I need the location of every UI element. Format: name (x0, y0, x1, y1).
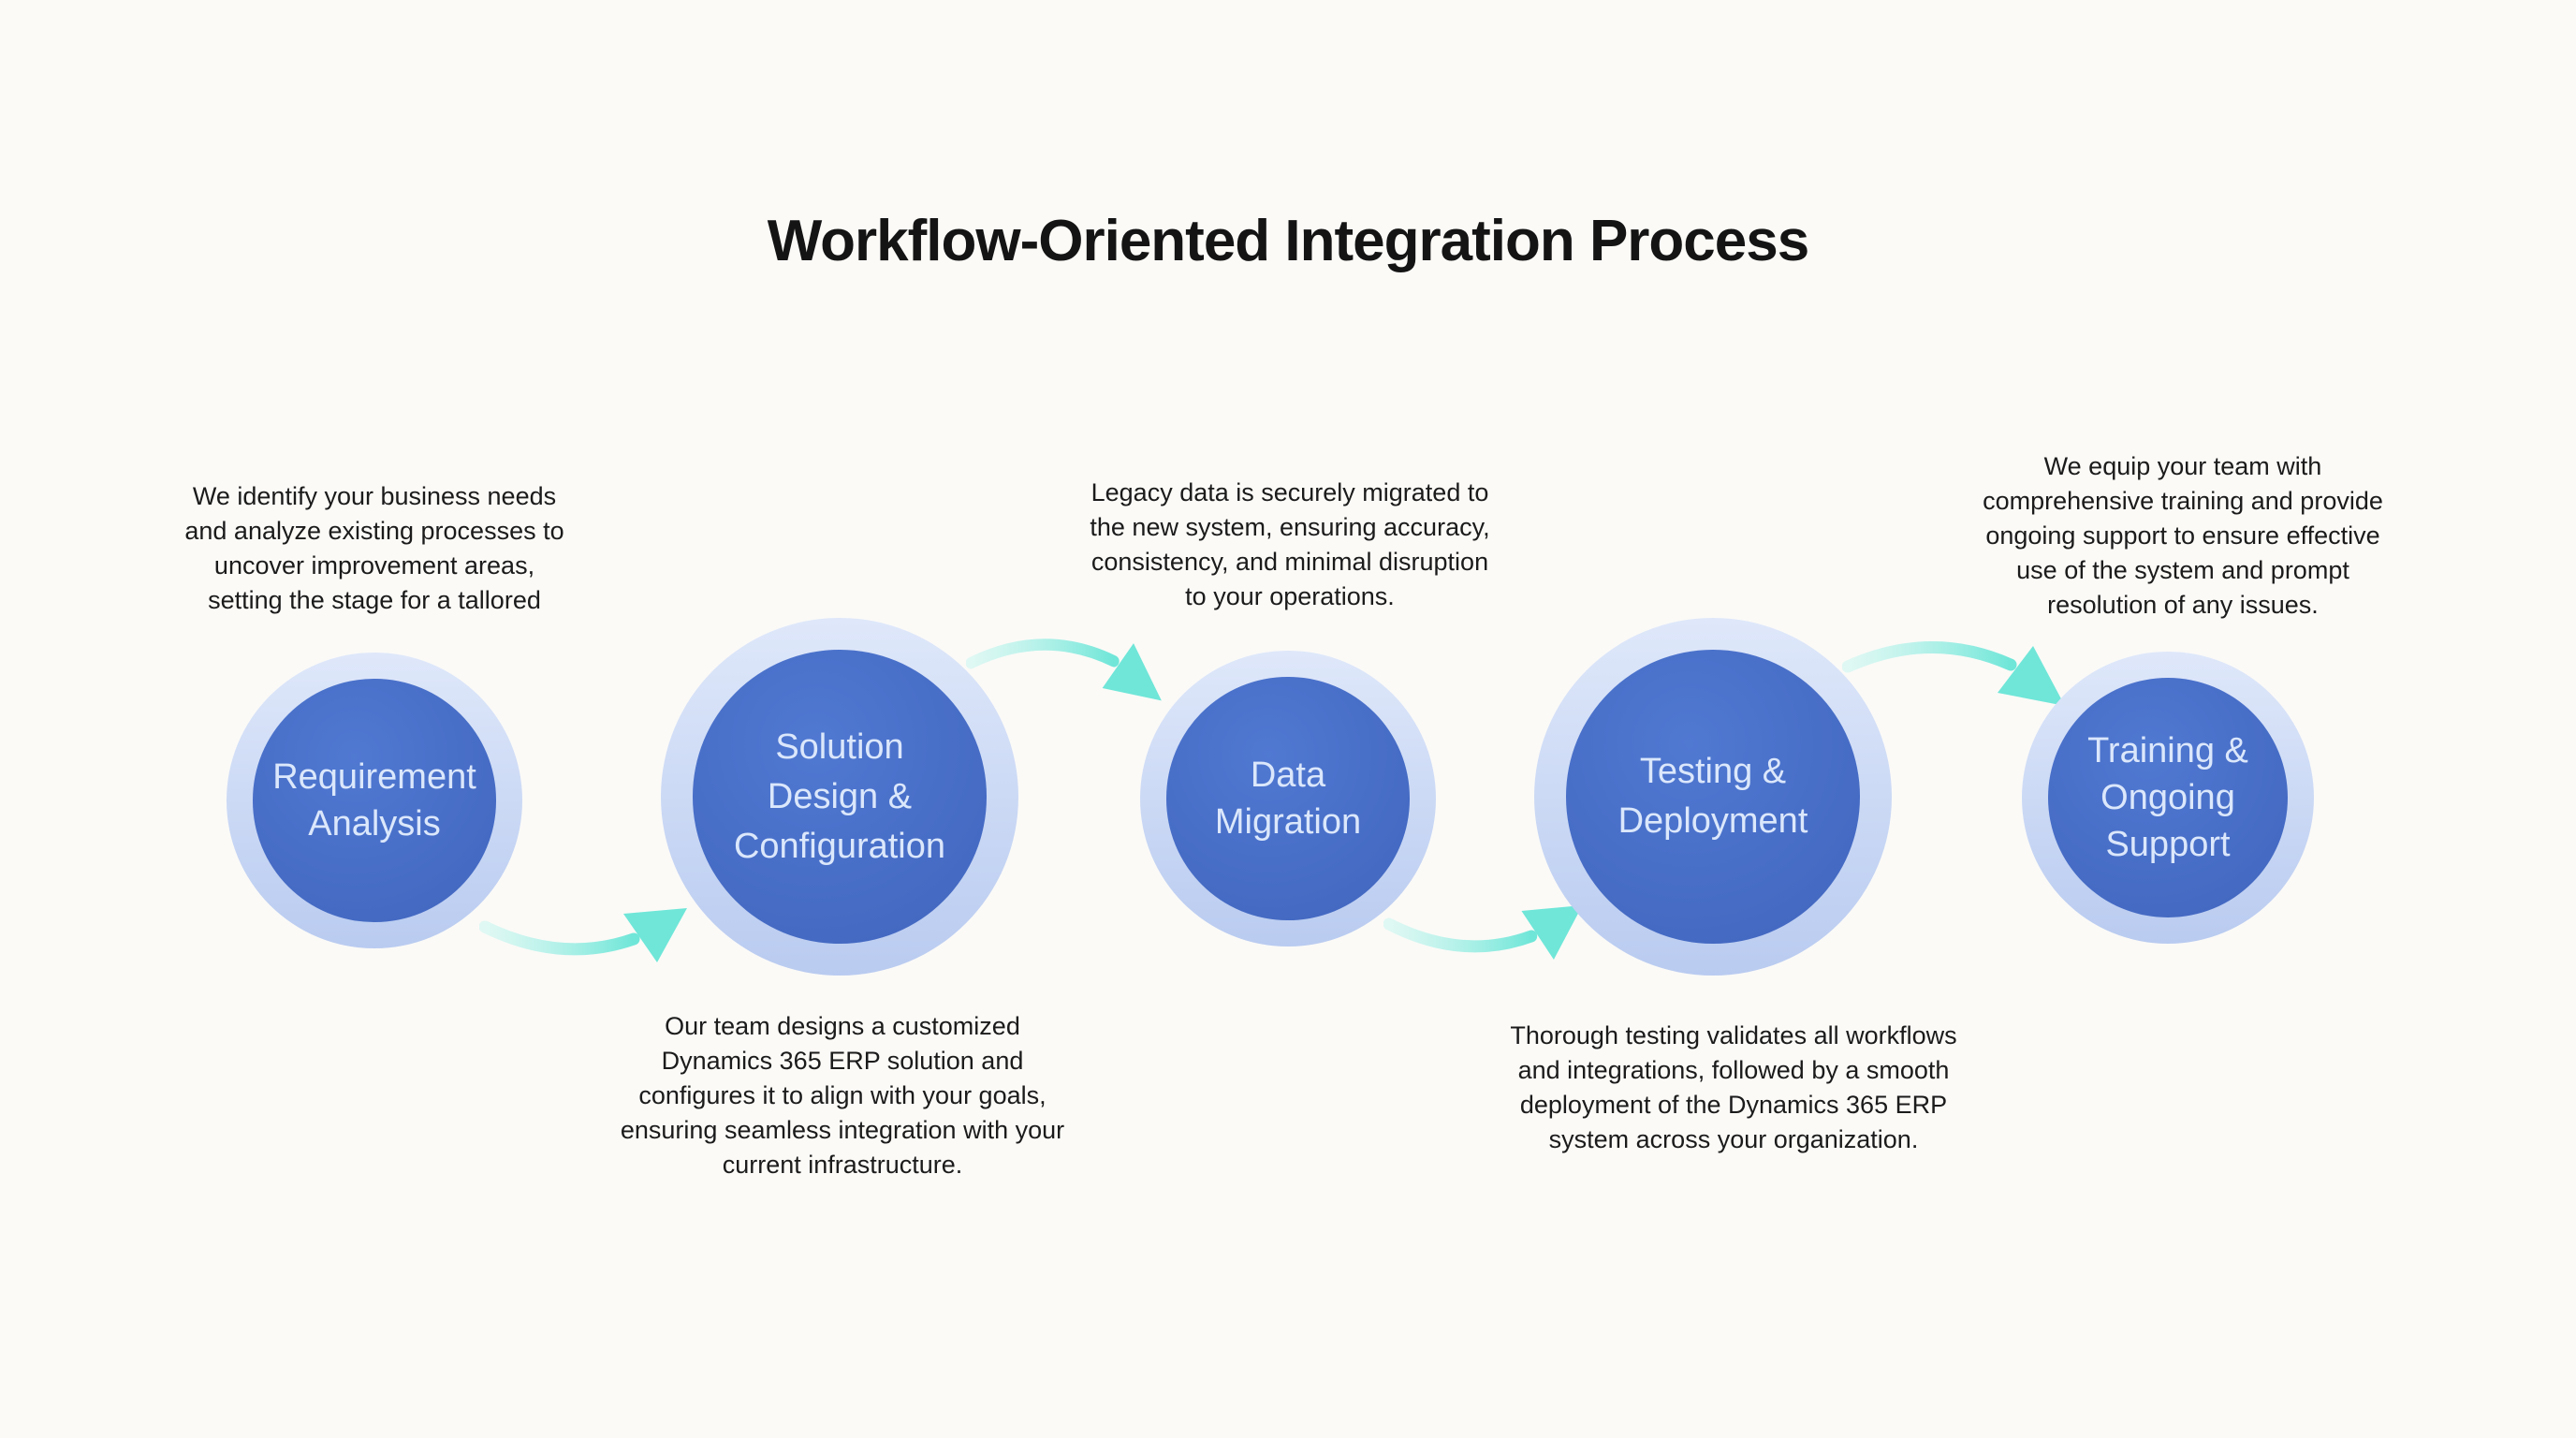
description-line: Thorough testing validates all workflows (1510, 1021, 1957, 1049)
step-label-line: Training & (2087, 731, 2248, 770)
step-label-line: Design & (767, 776, 913, 816)
step-label-line: Analysis (308, 804, 441, 844)
description-line: configures it to align with your goals, (638, 1081, 1046, 1109)
description-line: ensuring seamless integration with your (620, 1116, 1065, 1144)
step-label-testing-deployment: Testing & Deployment (1566, 650, 1860, 944)
description-line: ongoing support to ensure effective (1985, 521, 2380, 550)
description-line: Our team designs a customized (665, 1012, 1020, 1040)
description-line: and integrations, followed by a smooth (1517, 1056, 1950, 1084)
step-label-line: Requirement (272, 757, 476, 797)
step-label-requirement-analysis: Requirement Analysis (253, 679, 496, 922)
step-label-line: Configuration (733, 826, 946, 866)
description-line: uncover improvement areas, (213, 551, 535, 580)
step-label-data-migration: Data Migration (1166, 677, 1410, 920)
step-label-line: Solution (775, 726, 904, 767)
description-line: current infrastructure. (722, 1151, 963, 1179)
step-description-data-migration: Legacy data is securely migrated to the … (990, 476, 1589, 614)
step-label-line: Migration (1214, 802, 1362, 842)
description-line: system across your organization. (1548, 1125, 1919, 1153)
description-line: the new system, ensuring accuracy, (1090, 513, 1490, 541)
step-label-line: Data (1250, 756, 1326, 795)
step-description-testing-deployment: Thorough testing validates all workflows… (1406, 1019, 2061, 1157)
flow-arrow-1-icon (479, 908, 687, 962)
description-line: and analyze existing processes to (184, 517, 564, 545)
step-label-line: Ongoing (2100, 778, 2235, 817)
diagram-title: Workflow-Oriented Integration Process (767, 209, 1809, 273)
description-line: to your operations. (1185, 582, 1395, 610)
step-label-line: Support (2105, 825, 2231, 864)
description-line: Dynamics 365 ERP solution and (661, 1047, 1024, 1075)
description-line: Legacy data is securely migrated to (1090, 478, 1489, 506)
description-line: We equip your team with (2043, 452, 2322, 480)
description-line: We identify your business needs (192, 482, 557, 510)
step-description-solution-design-configuration: Our team designs a customized Dynamics 3… (515, 1009, 1170, 1182)
step-label-line: Deployment (1617, 801, 1808, 841)
step-circle-requirement-analysis: Requirement Analysis (227, 653, 522, 948)
description-line: consistency, and minimal disruption (1090, 548, 1489, 576)
description-line: resolution of any issues. (2047, 591, 2319, 619)
description-line: deployment of the Dynamics 365 ERP (1519, 1091, 1948, 1119)
flow-arrow-3-icon (1383, 905, 1583, 960)
flow-arrow-4-icon (1842, 641, 2065, 706)
step-circle-data-migration: Data Migration (1140, 651, 1436, 946)
step-description-training-ongoing-support: We equip your team with comprehensive tr… (1883, 449, 2482, 623)
step-circle-training-ongoing-support: Training & Ongoing Support (2022, 652, 2314, 944)
step-label-training-ongoing-support: Training & Ongoing Support (2048, 678, 2288, 917)
step-circle-solution-design-configuration: Solution Design & Configuration (661, 618, 1018, 976)
description-line: setting the stage for a tallored (208, 586, 541, 614)
step-label-solution-design-configuration: Solution Design & Configuration (693, 650, 987, 944)
flow-arrow-2-icon (966, 638, 1162, 701)
step-label-line: Testing & (1639, 752, 1787, 791)
description-line: use of the system and prompt (2016, 556, 2349, 584)
description-line: comprehensive training and provide (1983, 487, 2383, 515)
step-circle-testing-deployment: Testing & Deployment (1534, 618, 1892, 976)
step-description-requirement-analysis: We identify your business needs and anal… (94, 479, 655, 618)
